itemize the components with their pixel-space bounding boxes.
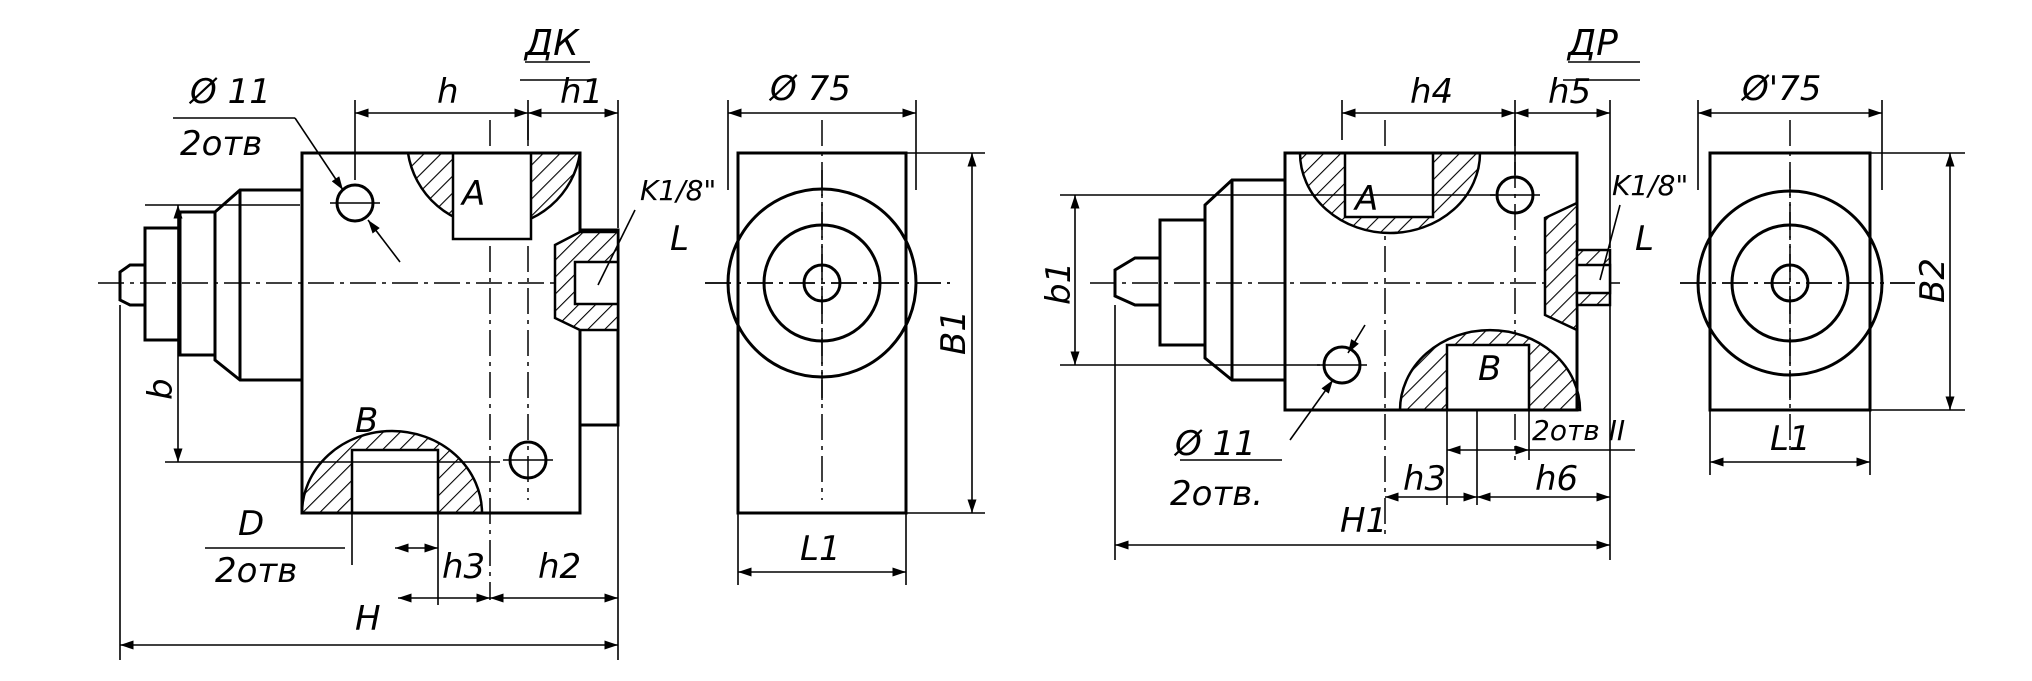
dr-B2-label: B2	[1913, 258, 1953, 303]
dk-body	[300, 151, 582, 515]
dk-port-b-bore	[350, 448, 440, 515]
dr-side-diameter-label: Ø'75	[1740, 69, 1821, 109]
dk-title: ДК	[523, 23, 580, 64]
dr-side-body	[1708, 151, 1872, 412]
dr-thread-label: K1/8"	[1612, 169, 1688, 202]
dk-front-view: ДК Ø 11 2отв h h1 A B K1/8" L b D 2отв h…	[98, 23, 716, 660]
dk-b-label: b	[141, 378, 181, 400]
dr-h4-label: h4	[1410, 72, 1453, 112]
dr-port-a-label: A	[1353, 179, 1378, 219]
dr-L1-label: L1	[1770, 419, 1811, 459]
dk-thread-label: K1/8"	[640, 174, 716, 207]
dk-d-label: D	[238, 504, 264, 544]
dr-thread-bore	[1575, 263, 1612, 295]
dk-h3-label: h3	[442, 547, 485, 587]
dr-thread-section	[1543, 201, 1579, 332]
dk-d-count-label: 2отв	[215, 551, 297, 591]
dk-port-a-label: A	[460, 174, 485, 214]
dr-hole-diameter-label: Ø 11	[1173, 424, 1256, 464]
dk-left-boss	[118, 188, 302, 382]
dr-front-view: ДР h4 h5 A B K1/8" L b1 Ø 11 2отв. 2отв …	[1039, 23, 1688, 560]
dk-H-label: H	[355, 599, 381, 639]
dk-hole-count-label: 2отв	[180, 124, 262, 164]
dk-B1-label: B1	[934, 310, 974, 355]
dr-h5-label: h5	[1548, 72, 1591, 112]
dr-b-count-label: 2отв II	[1532, 414, 1625, 447]
dk-side-diameter-label: Ø 75	[768, 69, 851, 109]
dr-l-label: L	[1635, 219, 1654, 259]
dk-side-view: Ø 75 B1 L1	[705, 69, 985, 585]
dr-h3-label: h3	[1403, 459, 1446, 499]
dk-l-label: L	[670, 219, 689, 259]
dr-h6-label: h6	[1535, 459, 1578, 499]
dr-left-boss	[1113, 178, 1285, 382]
dr-H1-label: H1	[1340, 501, 1387, 541]
dk-thread-bore	[573, 260, 620, 306]
dk-h-label: h	[437, 72, 459, 112]
dr-side-view: Ø'75 B2 L1	[1680, 69, 1965, 475]
dk-L1-label: L1	[800, 529, 841, 569]
dk-h1-label: h1	[560, 72, 603, 112]
dk-side-body	[736, 151, 908, 515]
dr-title: ДР	[1566, 23, 1618, 64]
dk-port-b-label: B	[355, 401, 378, 441]
dr-port-b-label: B	[1478, 349, 1501, 389]
dk-h2-label: h2	[538, 547, 581, 587]
dr-port-b-bore	[1445, 343, 1531, 412]
dk-hole-diameter-label: Ø 11	[188, 72, 271, 112]
dr-hole-count-label: 2отв.	[1170, 474, 1263, 514]
dr-b1-label: b1	[1039, 262, 1079, 305]
dk-port-a-bore	[451, 151, 533, 241]
